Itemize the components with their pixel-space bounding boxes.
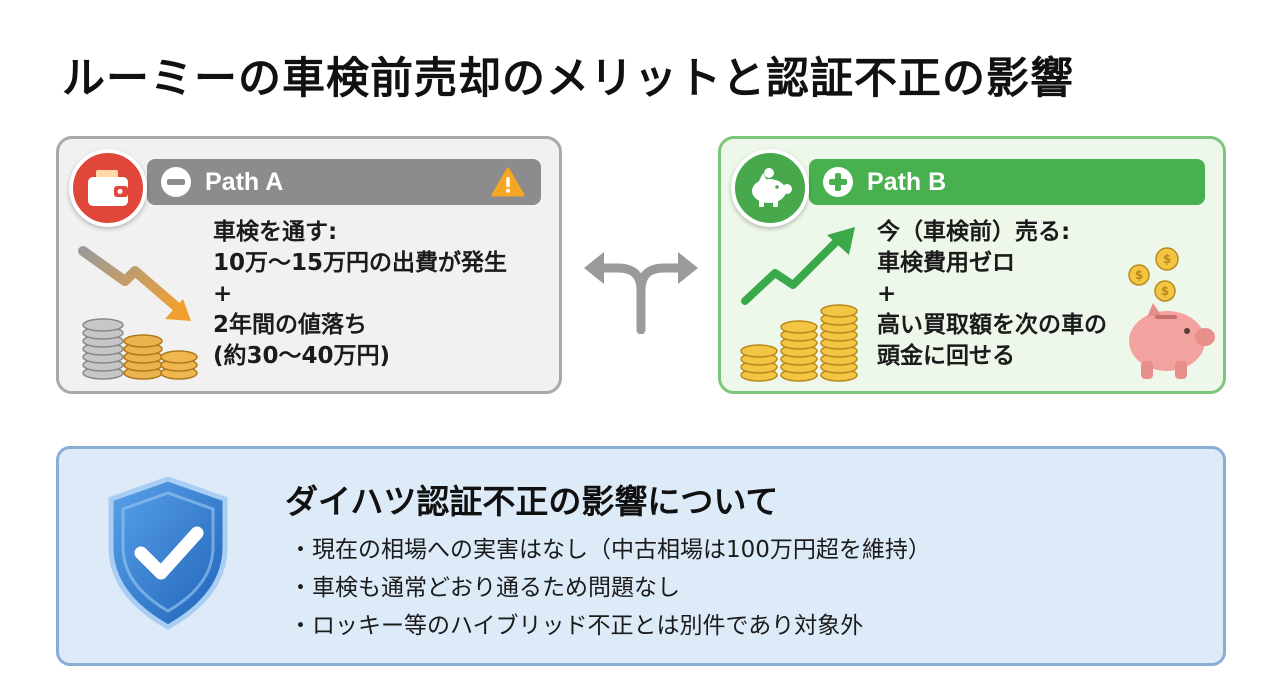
shield-check-icon [108, 476, 228, 630]
plus-icon [823, 167, 853, 197]
piggy-bank-icon [731, 149, 809, 227]
list-item: ロッキー等のハイブリッド不正とは別件であり対象外 [289, 607, 931, 645]
path-b-line: + [877, 281, 897, 307]
path-b-line: 今（車検前）売る: [877, 219, 1071, 245]
impact-list: 現在の相場への実害はなし（中古相場は100万円超を維持） 車検も通常どおり通るた… [289, 531, 931, 645]
list-item: 車検も通常どおり通るため問題なし [289, 569, 931, 607]
path-a-header: Path A [147, 159, 541, 205]
path-b-panel: Path B [718, 136, 1226, 394]
path-a-line: 10万〜15万円の出費が発生 [213, 250, 508, 276]
fork-arrow-icon [584, 252, 698, 334]
path-b-label: Path B [867, 167, 947, 196]
path-a-line: 2年間の値落ち [213, 312, 368, 338]
path-a-text: 車検を通す: 10万〜15万円の出費が発生 + 2年間の値落ち (約30〜40万… [213, 217, 507, 372]
path-a-label: Path A [205, 167, 284, 196]
path-a-line: + [213, 281, 233, 307]
warning-icon [491, 167, 525, 197]
impact-title: ダイハツ認証不正の影響について [285, 482, 779, 521]
declining-coins-illustration [78, 246, 198, 380]
path-b-line: 頭金に回せる [877, 343, 1015, 369]
page-title: ルーミーの車検前売却のメリットと認証不正の影響 [62, 54, 1074, 104]
path-b-header: Path B [809, 159, 1205, 205]
impact-panel: ダイハツ認証不正の影響について 現在の相場への実害はなし（中古相場は100万円超… [56, 446, 1226, 666]
path-b-text: 今（車検前）売る: 車検費用ゼロ + 高い買取額を次の車の 頭金に回せる [877, 217, 1107, 372]
list-item: 現在の相場への実害はなし（中古相場は100万円超を維持） [289, 531, 931, 569]
path-b-line: 高い買取額を次の車の [877, 312, 1107, 338]
minus-icon [161, 167, 191, 197]
path-b-line: 車検費用ゼロ [877, 250, 1015, 276]
svg-text:$: $ [1161, 284, 1169, 298]
svg-text:$: $ [1163, 252, 1171, 266]
path-a-panel: Path A [56, 136, 562, 394]
path-a-line: 車検を通す: [213, 219, 338, 245]
svg-text:$: $ [1135, 268, 1143, 282]
rising-coins-illustration [740, 227, 858, 382]
wallet-icon [69, 149, 147, 227]
piggy-bank-illustration: $ $ $ [1128, 247, 1215, 379]
path-a-line: (約30〜40万円) [213, 343, 391, 369]
